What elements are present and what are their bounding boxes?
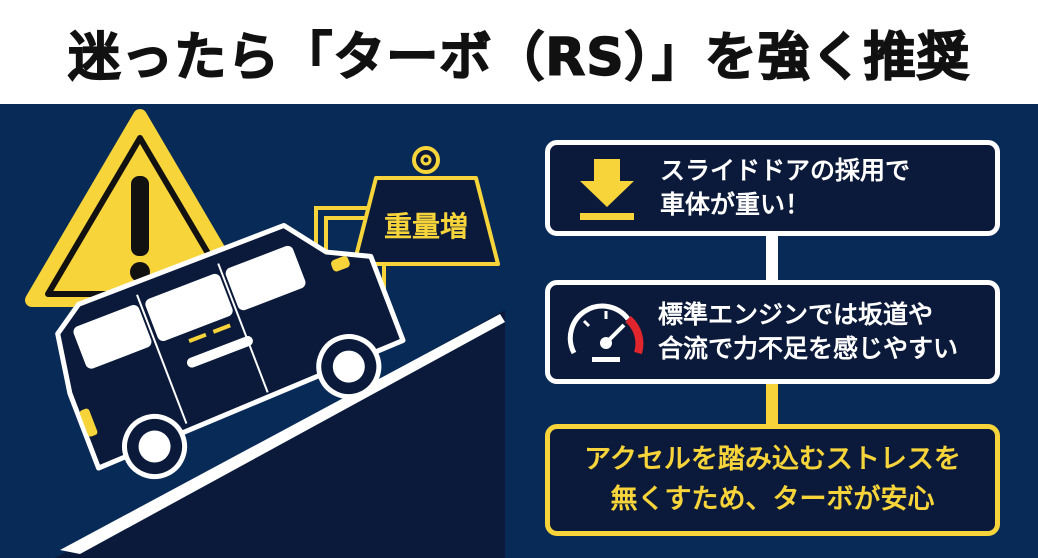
main-panel: 重量増 スライドドアの採用で 車体が重い！ [0,104,1038,558]
weight-icon: 重量増 [352,146,500,266]
header: 迷ったら「ターボ（RS）」を強く推奨 [0,0,1038,104]
flow-step-2: 標準エンジンでは坂道や 合流で力不足を感じやすい [545,280,1000,384]
minivan-uphill-icon [55,222,406,480]
download-arrow-icon [580,159,634,220]
flow-step-1: スライドドアの採用で 車体が重い！ [545,140,1000,236]
page-title: 迷ったら「ターボ（RS）」を強く推奨 [68,27,970,89]
flow-step-3-conclusion: アクセルを踏み込むストレスを 無くすため、ターボが安心 [545,424,1000,536]
step-1-text: スライドドアの採用で 車体が重い！ [660,156,911,219]
connector-1 [766,234,778,280]
illustration: 重量増 [25,109,505,558]
step-3-text: アクセルを踏み込むストレスを 無くすため、ターボが安心 [584,444,961,515]
weight-label: 重量増 [384,210,468,243]
connector-2 [766,382,778,426]
step-2-text: 標準エンジンでは坂道や 合流で力不足を感じやすい [658,300,959,363]
speedometer-icon [567,303,644,362]
